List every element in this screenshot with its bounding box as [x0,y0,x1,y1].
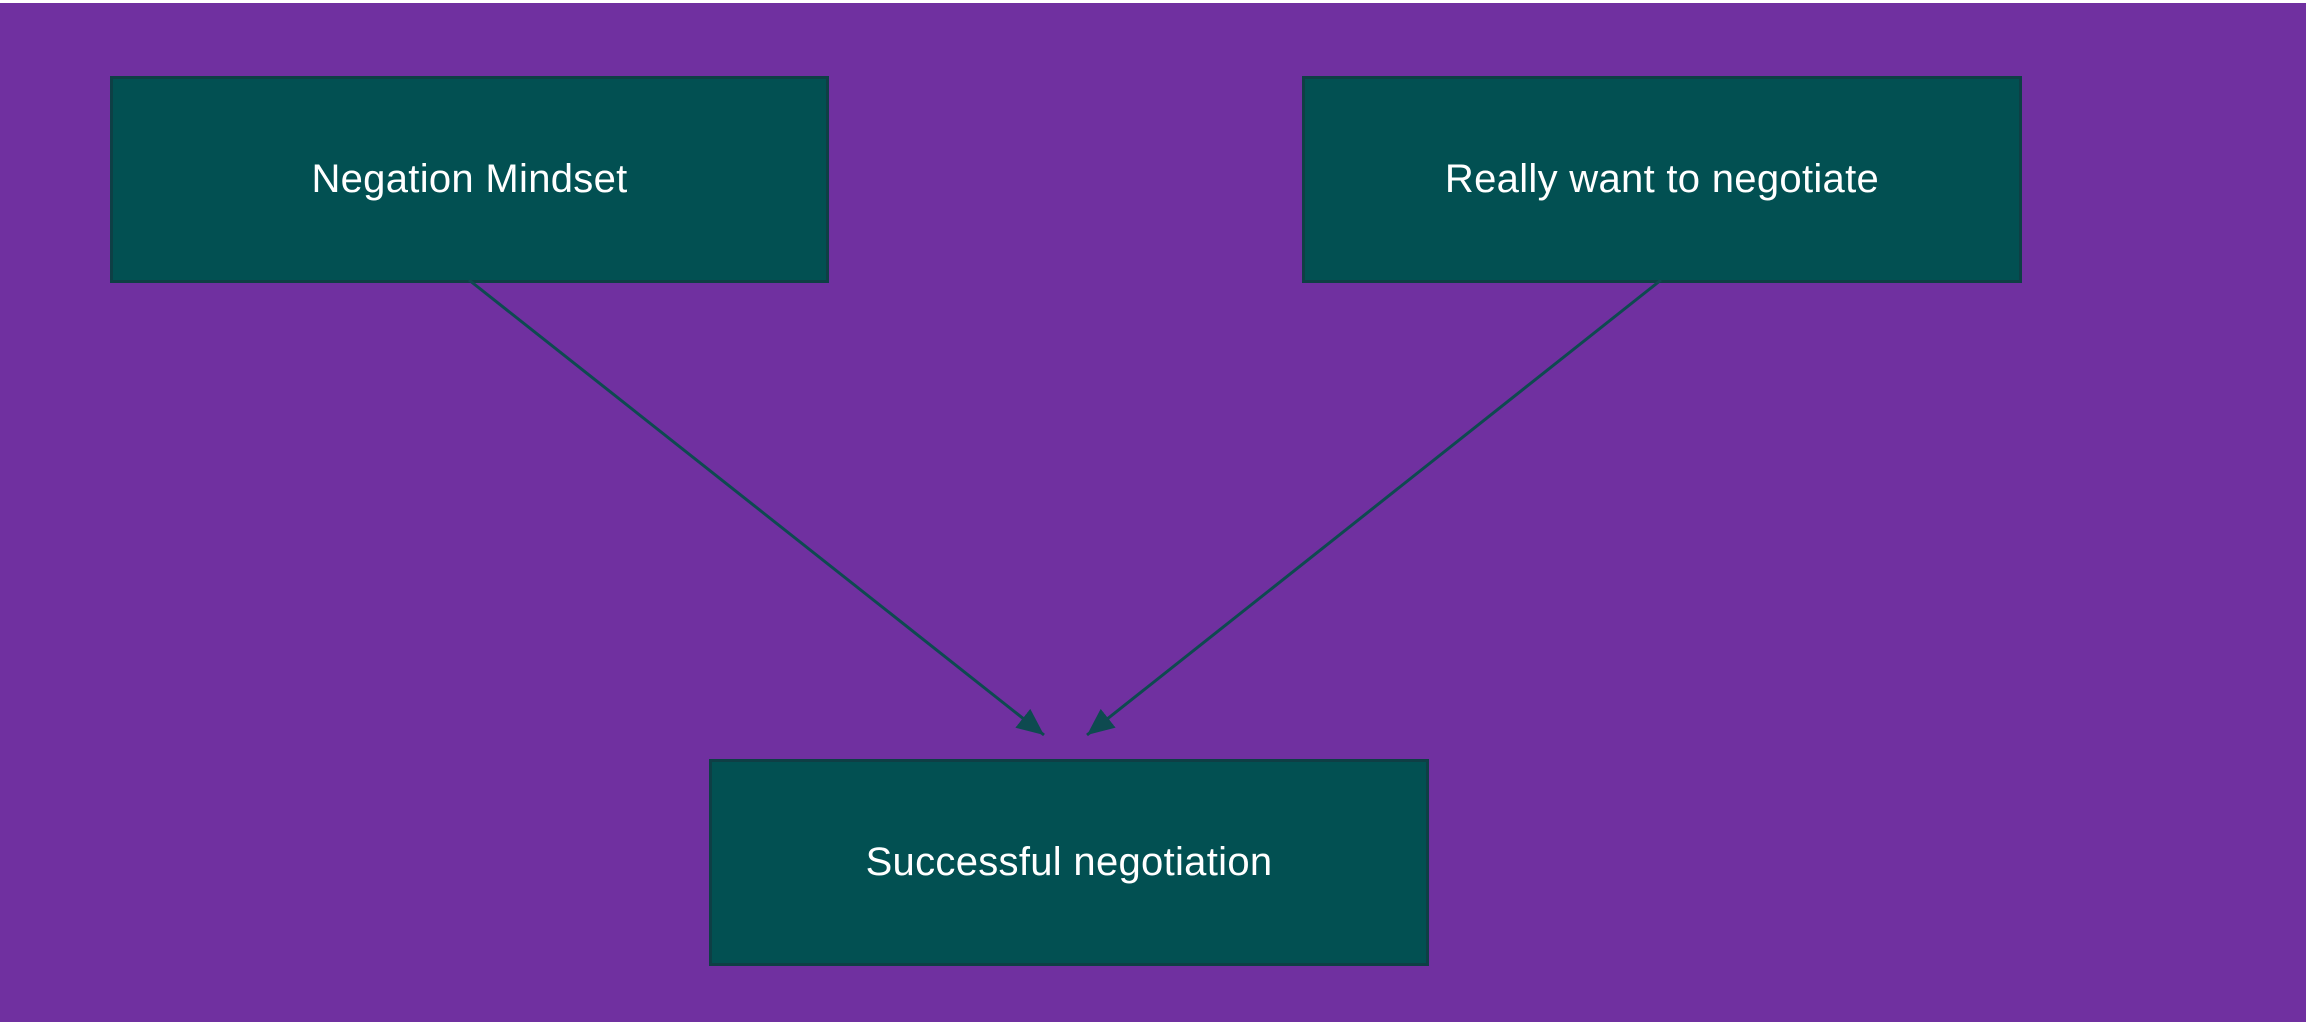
node-label: Really want to negotiate [1444,157,1880,201]
node-label: Successful negotiation [865,840,1273,884]
node-label: Negation Mindset [311,157,628,201]
node-successful-negotiation[interactable]: Successful negotiation [709,759,1429,966]
node-really-want-to-negotiate[interactable]: Really want to negotiate [1302,76,2022,283]
slide-canvas: Negation Mindset Really want to negotiat… [0,3,2306,1022]
node-negation-mindset[interactable]: Negation Mindset [110,76,829,283]
